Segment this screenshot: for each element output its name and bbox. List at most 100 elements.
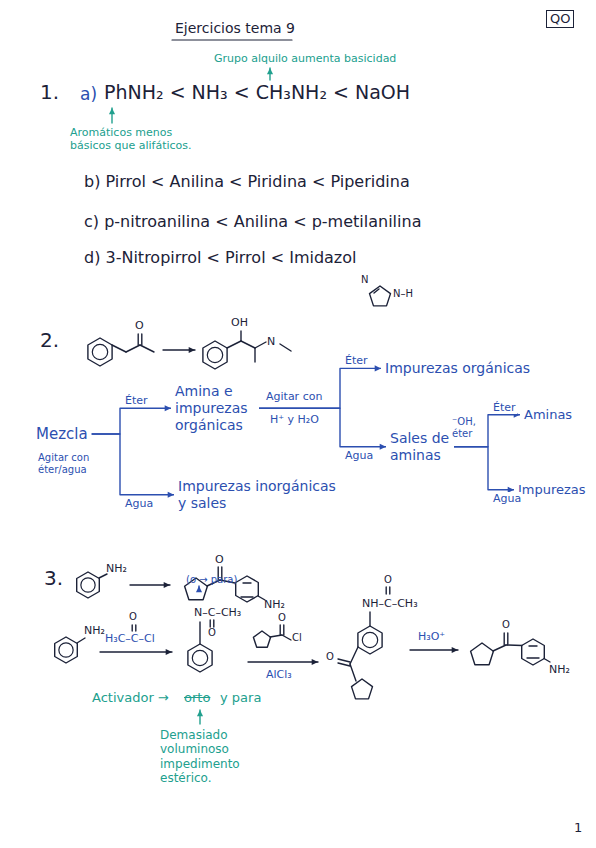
bond-line <box>338 659 350 662</box>
bond-line <box>258 596 265 600</box>
atom-label: O <box>129 611 137 623</box>
aromatic-circle <box>192 650 207 665</box>
flow-step-text: Impurezas orgánicas <box>385 360 530 377</box>
atom-label: N <box>361 274 368 286</box>
bond-line <box>506 644 522 646</box>
bond-line <box>241 341 255 348</box>
bond-line <box>282 635 291 640</box>
annotation: Activador → <box>92 690 169 706</box>
benzene-ring <box>55 637 78 663</box>
arrow-head <box>267 68 273 74</box>
benzene-ring <box>522 639 545 665</box>
double-bond <box>386 587 387 594</box>
flow-step-text: Mezcla <box>36 425 88 443</box>
bond-line <box>493 645 506 651</box>
bond-line <box>126 345 140 352</box>
benzene-ring <box>203 341 227 369</box>
bond-line <box>77 638 85 643</box>
flow-step-text: Amina e impurezas orgánicas <box>175 383 255 433</box>
basicity-order: d) 3-Nitropirrol < Pirrol < Imidazol <box>84 248 357 267</box>
bond-line <box>99 574 107 578</box>
imidazole-ring <box>370 286 391 306</box>
atom-label: O <box>208 627 216 639</box>
atom-label: NH–C–CH₃ <box>362 597 418 610</box>
aromatic-circle <box>362 632 377 647</box>
atom-label: O <box>135 319 144 332</box>
atom-label: O <box>326 651 334 663</box>
atom-label: NH₂ <box>106 562 127 575</box>
flow-step: Aminas <box>524 407 572 423</box>
double-bond <box>389 587 390 594</box>
atom-label: O <box>384 574 392 586</box>
connector-label: Agua <box>492 492 522 505</box>
page-title: Ejercicios tema 9 <box>175 20 295 37</box>
bond-line <box>255 342 266 348</box>
procedure-note: H⁺ y H₂O <box>270 413 319 426</box>
reagent-formula: AlCl₃ <box>266 668 292 681</box>
atom-label: N <box>267 335 275 348</box>
flow-step: Sales de aminas <box>390 430 450 464</box>
annotation: Grupo alquilo aumenta basicidad <box>214 52 396 65</box>
double-bond <box>131 625 132 631</box>
course-tag: QO <box>546 10 574 28</box>
title-underline <box>172 39 292 40</box>
exercise-number: 2. <box>40 328 59 352</box>
bond-line <box>369 612 370 626</box>
procedure-note: Agitar con <box>266 390 322 403</box>
double-bond <box>209 620 210 627</box>
bond-line <box>140 345 154 352</box>
flow-connector <box>92 434 174 495</box>
bond-line <box>544 659 550 663</box>
bond-line <box>241 596 253 597</box>
annotation: Demasiado voluminoso impedimento estéric… <box>160 728 272 786</box>
benzene-ring <box>358 626 382 654</box>
flow-step: Mezcla <box>36 425 88 443</box>
flow-step-text: Impurezas inorgánicas y sales <box>178 478 338 512</box>
double-bond <box>374 289 379 293</box>
flow-step: Impurezas <box>518 482 586 498</box>
procedure-note: ⁻OH, éter <box>452 416 484 440</box>
connector-label: Agua <box>124 497 154 510</box>
bond-line <box>529 645 537 646</box>
reaction-arrow <box>410 649 458 650</box>
double-bond <box>280 625 281 635</box>
connector-head <box>165 405 171 411</box>
flow-step: Impurezas inorgánicas y sales <box>178 478 338 512</box>
exercise-number: 3. <box>44 566 63 590</box>
connector-head <box>168 492 174 498</box>
reaction-arrow <box>248 661 318 662</box>
cyclopentane-ring <box>352 679 373 699</box>
atom-label: O <box>215 553 224 566</box>
atom-label: N–H <box>393 288 413 300</box>
atom-label: O <box>502 619 510 631</box>
double-bond <box>135 625 136 631</box>
benzene-ring <box>88 338 112 366</box>
bond-line <box>280 344 291 351</box>
connector-label: Agua <box>344 449 374 462</box>
bond-line <box>240 331 241 341</box>
basicity-order: b) Pirrol < Anilina < Piridina < Piperid… <box>84 172 410 191</box>
basicity-order: PhNH₂ < NH₃ < CH₃NH₂ < NaOH <box>104 81 410 104</box>
bond-line <box>350 647 358 664</box>
arrow-head <box>452 647 458 653</box>
double-bond <box>141 334 142 345</box>
procedure-note: Agitar con éter/agua <box>38 452 102 476</box>
aromatic-circle <box>92 344 107 359</box>
double-bond <box>213 620 214 627</box>
arrow-head <box>312 659 318 665</box>
item-letter: a) <box>80 84 97 104</box>
atom-label: NH₂ <box>264 598 285 611</box>
atom-label: NH₂ <box>549 663 570 676</box>
atom-label: O <box>278 612 286 624</box>
bond-line <box>112 345 126 352</box>
atom-label: NH₂ <box>84 624 105 637</box>
flow-connector <box>259 368 381 408</box>
flow-connector <box>92 408 171 434</box>
arrow-head <box>166 649 172 655</box>
aromatic-circle <box>59 643 73 657</box>
benzene-ring <box>77 572 100 598</box>
arrow-head <box>197 710 203 716</box>
flow-step-text: Aminas <box>524 407 572 423</box>
flow-step-text: Impurezas <box>518 482 586 498</box>
